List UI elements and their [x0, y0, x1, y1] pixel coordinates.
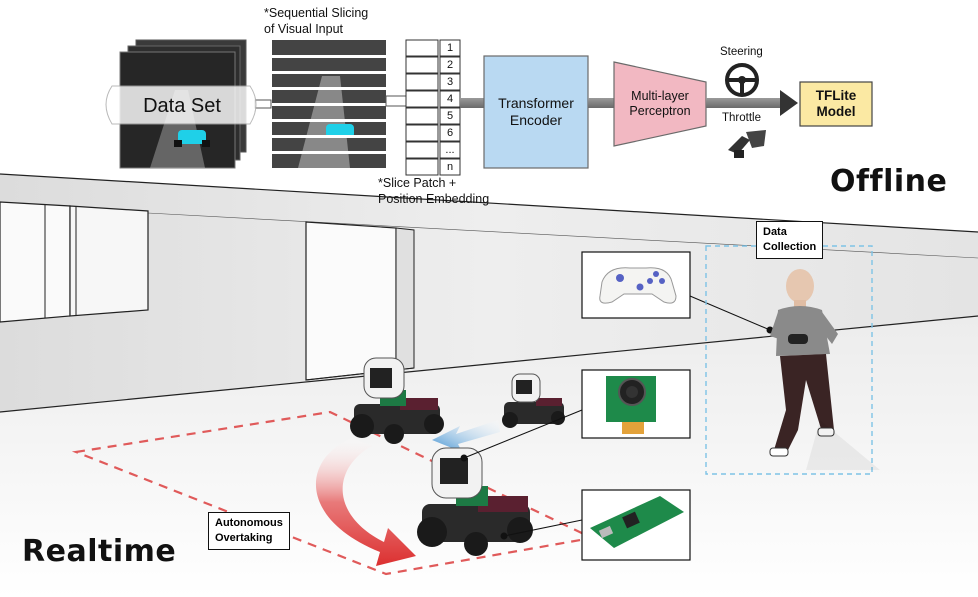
dataset-connector	[254, 99, 272, 109]
transformer-encoder-label: Transformer Encoder	[484, 56, 588, 168]
door	[305, 221, 415, 381]
patch-index-label: n	[446, 161, 454, 173]
offline-section-label: Offline	[830, 164, 948, 199]
patch-slot	[405, 107, 439, 125]
patch-slot	[405, 158, 439, 176]
patch-index-cell	[439, 158, 461, 176]
tflite-label: TFLite Model	[800, 82, 872, 126]
transformer-label-line-1: Transformer	[498, 95, 574, 112]
dataset-label: Data Set	[143, 95, 221, 117]
callout-lines	[463, 295, 771, 537]
patch-column	[405, 39, 461, 176]
patch-slot	[405, 141, 439, 159]
window-left	[0, 201, 149, 323]
patch-index-cell	[439, 73, 461, 91]
patch-index-cell	[439, 39, 461, 57]
mlp-trapezoid	[613, 61, 707, 147]
patch-index-label: 2	[446, 59, 454, 71]
patch-index-label: 6	[446, 127, 454, 139]
robot-car-rear-left	[350, 357, 444, 444]
slicing-caption-line-1: *Sequential Slicing	[264, 6, 369, 20]
steering-label: Steering	[720, 46, 763, 58]
robot-car-rear-right	[502, 373, 565, 428]
motion-arrow	[432, 420, 500, 452]
patch-index-label: 4	[446, 93, 454, 105]
operator-person	[769, 269, 880, 470]
patch-slot	[405, 56, 439, 74]
tflite-model-box	[799, 81, 873, 127]
data-collection-tag: Data Collection	[756, 221, 824, 259]
data-collection-line-2: Collection	[763, 240, 817, 253]
patch-slot	[405, 90, 439, 108]
slicing-caption: *Sequential Slicing of Visual Input	[264, 5, 368, 38]
camera-callout	[581, 369, 691, 439]
steering-wheel-icon	[725, 63, 759, 97]
board-callout	[581, 489, 691, 561]
throttle-label: Throttle	[722, 112, 761, 124]
patch-index-cell	[439, 141, 461, 159]
patch-index-label: 5	[446, 110, 454, 122]
overtaking-line-1: Autonomous	[215, 517, 283, 529]
patch-index-label: 3	[446, 76, 454, 88]
patch-index-cell	[439, 107, 461, 125]
mlp-to-tflite-arrow	[706, 90, 798, 116]
mlp-label-line-1: Multi-layer	[631, 89, 689, 103]
throttle-pedal-icon	[728, 130, 766, 158]
mlp-label: Multi-layer Perceptron	[614, 82, 706, 126]
transformer-to-mlp-bar	[588, 98, 614, 108]
patch-slot	[405, 124, 439, 142]
patch-index-cell	[439, 124, 461, 142]
tflite-label-line-2: Model	[816, 104, 856, 119]
autonomous-overtaking-tag: Autonomous Overtaking	[208, 512, 290, 550]
embedding-caption-line-2: Position Embedding	[378, 192, 490, 207]
dataset-label-box	[105, 85, 257, 125]
sliced-frame	[272, 40, 386, 168]
patch-index-cell	[439, 56, 461, 74]
embedding-caption: *Slice Patch + Position Embedding	[378, 175, 489, 208]
data-collection-line-1: Data	[763, 226, 787, 238]
slice-to-patch-connector	[385, 95, 409, 107]
transformer-label-line-2: Encoder	[509, 112, 563, 128]
transformer-encoder-box	[483, 55, 589, 169]
patch-slot	[405, 39, 439, 57]
gamepad-callout	[581, 251, 691, 319]
patch-index-label: ...	[445, 144, 455, 156]
overtaking-line-2: Overtaking	[215, 531, 273, 544]
embedding-caption-line-1: *Slice Patch +	[378, 176, 457, 190]
tflite-label-line-1: TFLite	[815, 87, 857, 103]
overtaking-arrow	[315, 438, 416, 566]
patch-index-label: 1	[446, 42, 454, 54]
realtime-section-label: Realtime	[22, 534, 177, 569]
patch-slot	[405, 73, 439, 91]
patch-to-transformer-bar	[460, 98, 484, 108]
slicing-caption-line-2: of Visual Input	[264, 22, 343, 37]
robot-car-front	[417, 447, 533, 556]
mlp-label-line-2: Perceptron	[629, 104, 691, 118]
